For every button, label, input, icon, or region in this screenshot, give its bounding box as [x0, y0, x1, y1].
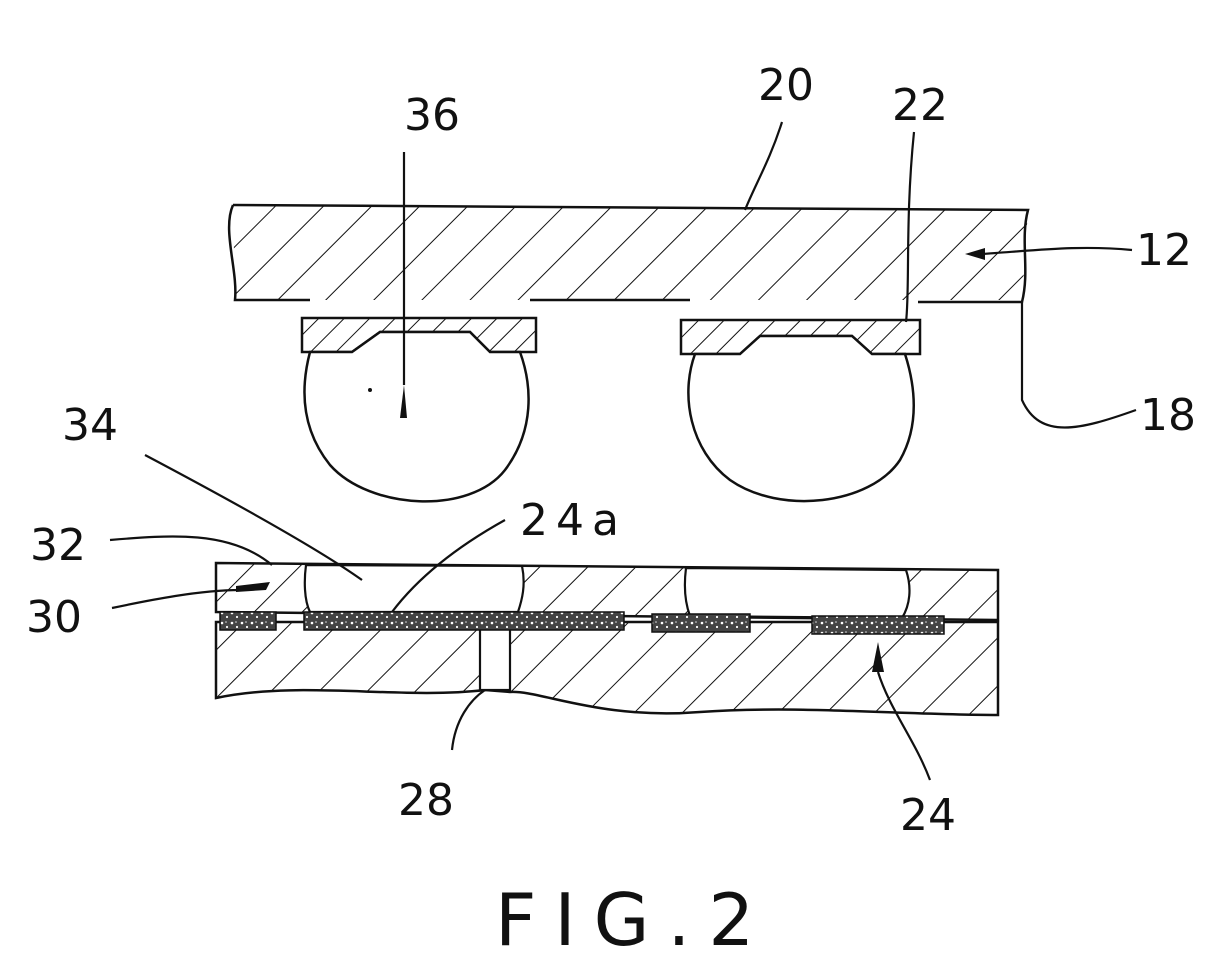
label-34: 34 — [62, 400, 118, 451]
figure-caption: FIG.2 — [495, 878, 772, 962]
label-32: 32 — [30, 520, 86, 571]
label-30: 30 — [26, 592, 82, 643]
label-20: 20 — [758, 60, 814, 111]
solder-ball-left — [305, 332, 529, 501]
label-24: 24 — [900, 790, 956, 841]
conductive-traces — [220, 612, 944, 634]
label-28: 28 — [398, 775, 454, 826]
label-22: 22 — [892, 80, 948, 131]
label-36: 36 — [404, 90, 460, 141]
solder-ball-right — [688, 336, 913, 501]
label-18: 18 — [1140, 390, 1196, 441]
label-24a: 24a — [520, 495, 627, 546]
lower-substrate — [216, 622, 998, 715]
label-12: 12 — [1136, 225, 1192, 276]
